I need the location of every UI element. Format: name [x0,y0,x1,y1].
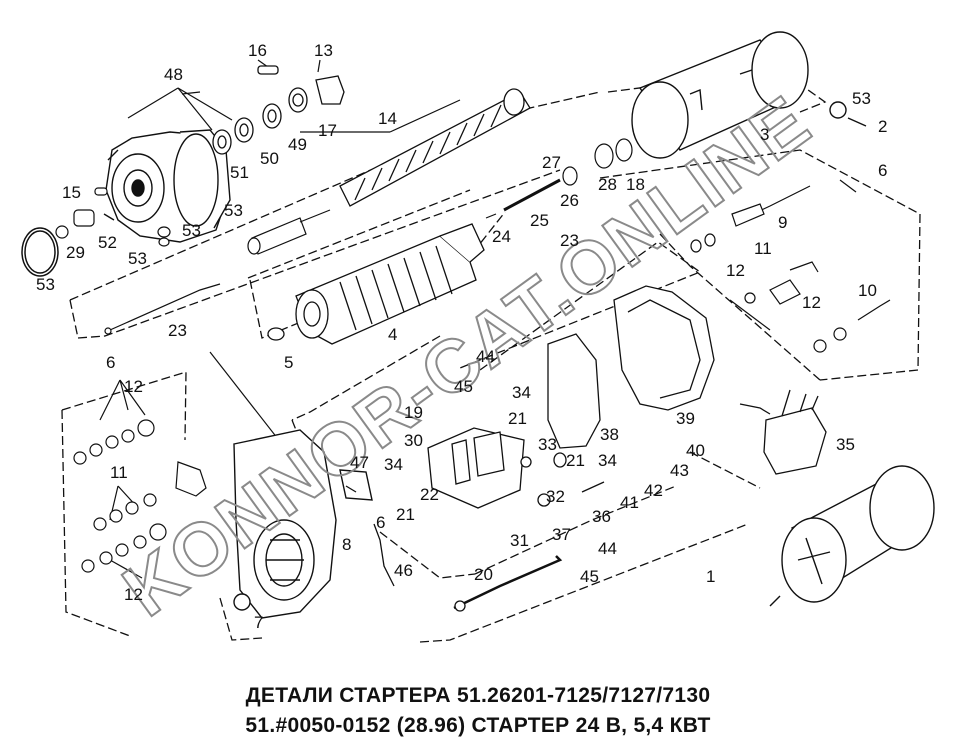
part-label-2: 2 [878,117,887,136]
part-label-11: 11 [754,239,772,258]
part-label-12: 12 [124,585,143,604]
part-label-38: 38 [600,425,619,444]
part-label-25: 25 [530,211,549,230]
part-label-39: 39 [676,409,695,428]
part-label-53: 53 [128,249,147,268]
part-label-42: 42 [644,481,663,500]
part-label-32: 32 [546,487,565,506]
part-label-12: 12 [802,293,821,312]
part-label-13: 13 [314,41,333,60]
seal-ring [21,227,59,277]
part-label-30: 30 [404,431,423,450]
part-label-53: 53 [182,221,201,240]
drive-helix [339,88,531,207]
part-label-1: 1 [706,567,715,586]
part-label-21: 21 [566,451,585,470]
part-label-34: 34 [512,383,531,402]
part-label-44: 44 [476,347,495,366]
part-label-24: 24 [492,227,511,246]
part-label-19: 19 [404,403,423,422]
brush-holder [427,427,605,509]
washers-top [212,65,345,155]
leader-lines [99,59,857,579]
part-label-16: 16 [248,41,267,60]
contact-parts [562,138,633,186]
part-label-49: 49 [288,135,307,154]
commutator-end-frame [233,429,373,619]
part-label-6: 6 [376,513,385,532]
part-label-51: 51 [230,163,249,182]
part-label-21: 21 [508,409,527,428]
part-label-45: 45 [454,377,473,396]
part-label-33: 33 [538,435,557,454]
part-label-50: 50 [260,149,279,168]
brush-hardware-left [73,419,207,573]
part-label-52: 52 [98,233,117,252]
solenoid-housing [631,31,867,159]
part-label-8: 8 [342,535,351,554]
part-label-26: 26 [560,191,579,210]
part-label-53: 53 [36,275,55,294]
part-label-14: 14 [378,109,397,128]
part-label-34: 34 [384,455,403,474]
part-label-48: 48 [164,65,183,84]
part-label-20: 20 [474,565,493,584]
part-label-27: 27 [542,153,561,172]
terminal-stud [690,185,811,253]
part-label-46: 46 [394,561,413,580]
part-label-3: 3 [760,125,769,144]
brush-hardware-right [744,261,891,353]
part-label-6: 6 [106,353,115,372]
part-label-21: 21 [396,505,415,524]
part-label-28: 28 [598,175,617,194]
part-label-37: 37 [552,525,571,544]
shaft-pieces [104,178,561,335]
part-label-23: 23 [168,321,187,340]
armature [267,223,485,345]
caption-subtitle: 51.#0050-0152 (28.96) СТАРТЕР 24 В, 5,4 … [245,714,711,737]
part-label-7: 7 [254,613,263,632]
part-label-43: 43 [670,461,689,480]
part-label-9: 9 [778,213,787,232]
part-label-18: 18 [626,175,645,194]
part-label-12: 12 [726,261,745,280]
part-label-35: 35 [836,435,855,454]
part-label-36: 36 [592,507,611,526]
cable-and-bolts [345,485,563,612]
field-coils [547,285,715,449]
part-label-41: 41 [620,493,639,512]
part-label-22: 22 [420,485,439,504]
part-label-31: 31 [510,531,529,550]
part-label-6: 6 [878,161,887,180]
part-label-53: 53 [224,201,243,220]
part-label-29: 29 [66,243,85,262]
part-label-11: 11 [110,463,128,482]
main-yoke [769,465,935,607]
part-label-47: 47 [350,453,369,472]
part-label-45: 45 [580,567,599,586]
drive-end-housing [103,129,231,243]
part-label-34: 34 [598,451,617,470]
caption-title: ДЕТАЛИ СТАРТЕРА 51.26201-7125/7127/7130 [245,684,711,707]
part-label-44: 44 [598,539,617,558]
relay-solenoid [739,389,827,475]
part-label-5: 5 [284,353,293,372]
part-label-40: 40 [686,441,705,460]
part-label-15: 15 [62,183,81,202]
part-label-17: 17 [318,121,337,140]
part-label-10: 10 [858,281,877,300]
part-label-23: 23 [560,231,579,250]
part-label-53: 53 [852,89,871,108]
pinion-parts [55,187,171,247]
part-label-4: 4 [388,325,397,344]
part-label-12: 12 [124,377,143,396]
